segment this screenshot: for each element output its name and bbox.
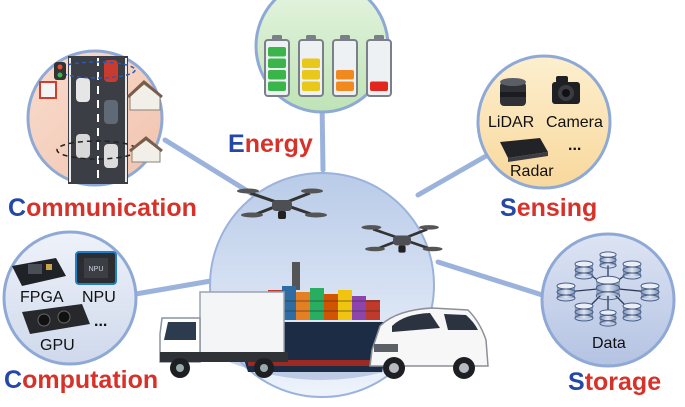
database-icon: [622, 260, 642, 280]
caption-energy: Energy: [228, 130, 313, 158]
house-icon: [126, 79, 163, 163]
database-icon: [574, 302, 594, 322]
battery-icon: [332, 35, 358, 97]
drone-icon: [237, 188, 327, 219]
battery-charge-cell: [336, 70, 354, 80]
battery-charge-cell: [302, 70, 320, 80]
label-gpu: GPU: [40, 337, 75, 354]
database-icon: [622, 302, 642, 322]
caption-storage: Storage: [568, 368, 662, 396]
database-icon: [599, 251, 617, 269]
database-icon: [640, 282, 660, 302]
battery-icon: [264, 35, 290, 97]
fpga-board-icon: [12, 258, 66, 286]
energy-node: [254, 0, 392, 114]
road-icon: [56, 56, 138, 184]
battery-charge-cell: [268, 70, 286, 80]
label-camera: Camera: [546, 114, 603, 131]
suv-icon: [369, 307, 489, 379]
battery-charge-cell: [268, 58, 286, 68]
camera-icon: [552, 76, 580, 104]
label-computation-ellipsis: ...: [94, 313, 108, 330]
battery-group: [264, 35, 392, 97]
battery-charge-cell: [336, 81, 354, 91]
caption-computation: Computation: [4, 366, 159, 394]
npu-chip-icon: NPU: [75, 251, 117, 285]
label-radar: Radar: [510, 163, 554, 180]
lidar-icon: [500, 78, 526, 106]
label-data: Data: [592, 335, 626, 352]
battery-charge-cell: [302, 81, 320, 91]
container-stack: [268, 286, 380, 320]
label-sensing-ellipsis: ...: [568, 137, 582, 154]
truck-icon: [159, 291, 288, 378]
battery-icon: [366, 35, 392, 97]
database-icon: [599, 309, 617, 327]
communication-node: [26, 49, 164, 187]
gpu-card-icon: [22, 304, 90, 334]
database-icon: [556, 282, 576, 302]
computation-node: NPU: [2, 230, 138, 366]
traffic-signal-icon: [39, 62, 66, 99]
label-npu: NPU: [82, 289, 116, 306]
battery-charge-cell: [370, 81, 388, 91]
sensing-node: [476, 54, 612, 190]
battery-icon: [298, 35, 324, 97]
radar-icon: [500, 138, 548, 162]
drone-icon: [361, 225, 443, 253]
database-icon: [574, 260, 594, 280]
label-lidar: LiDAR: [488, 114, 535, 131]
npu-chip-label: NPU: [89, 266, 104, 273]
storage-node: [540, 232, 676, 368]
battery-charge-cell: [268, 47, 286, 57]
caption-communication: Communication: [8, 194, 197, 222]
label-fpga: FPGA: [20, 289, 64, 306]
database-icon: [556, 251, 660, 327]
database-icon: [595, 275, 621, 301]
battery-charge-cell: [268, 81, 286, 91]
caption-sensing: Sensing: [500, 194, 598, 222]
connector-storage: [435, 259, 561, 303]
battery-charge-cell: [302, 58, 320, 68]
